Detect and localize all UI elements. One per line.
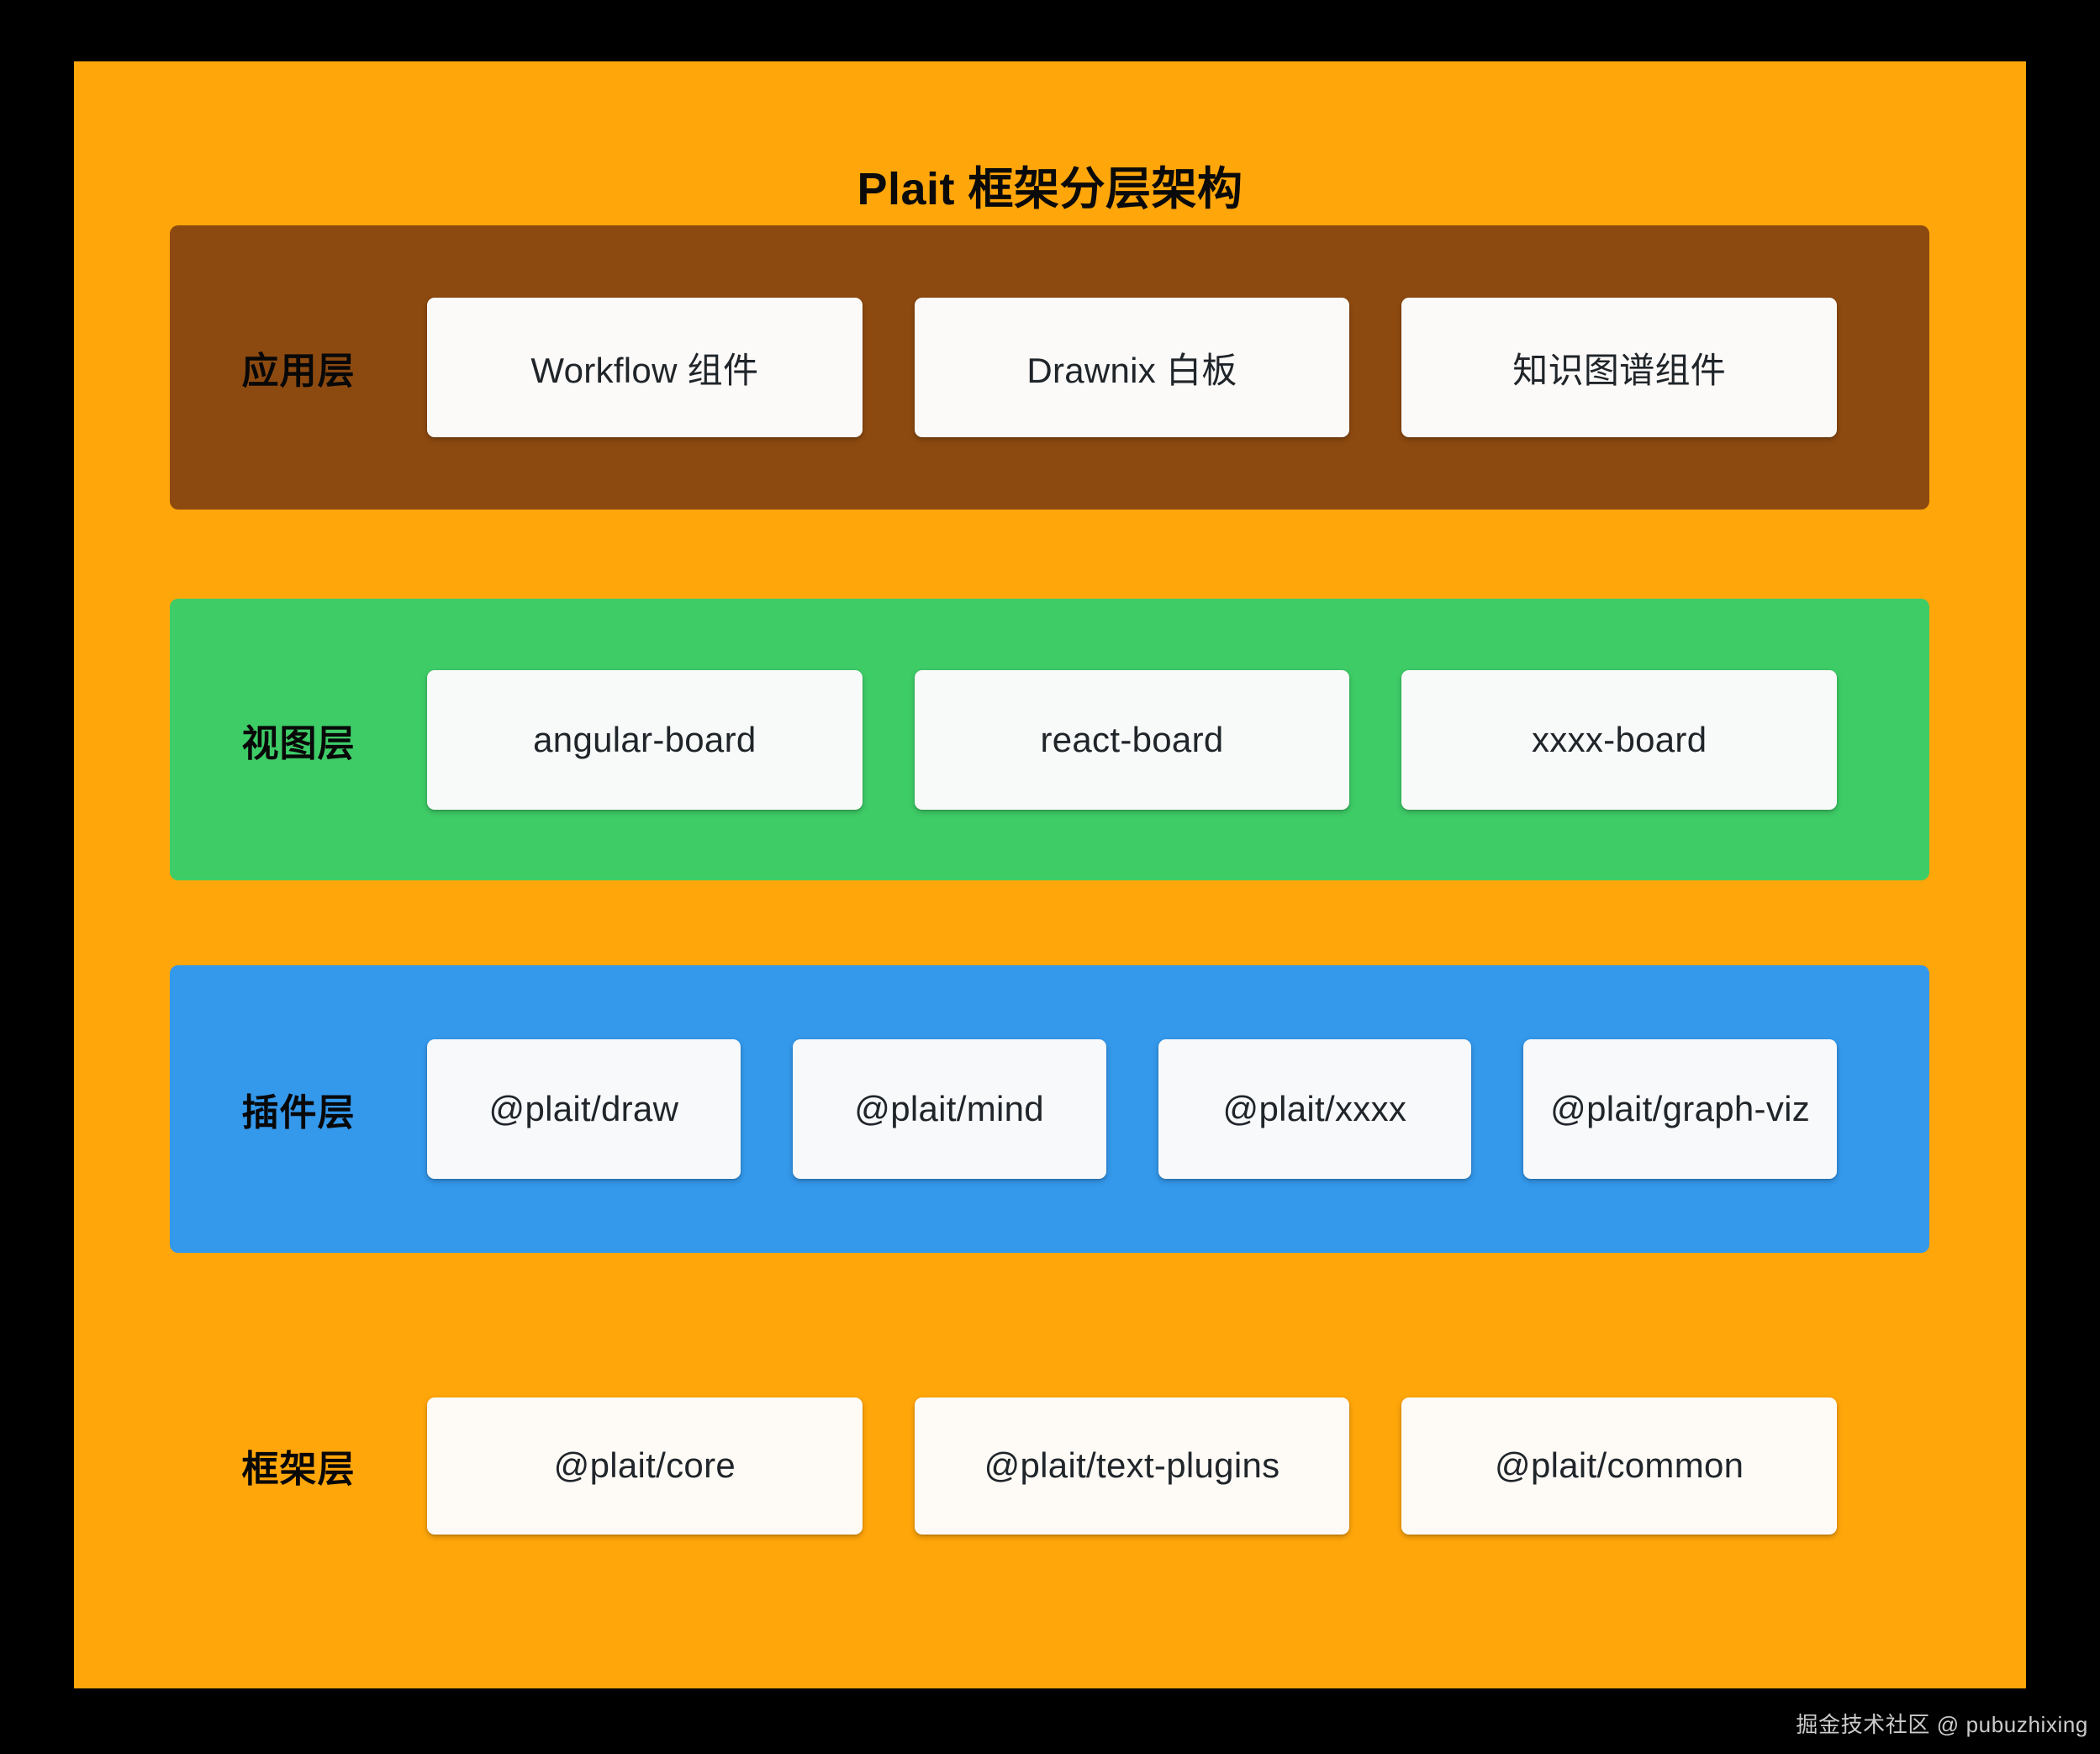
card-rail-framework: @plait/core @plait/text-plugins @plait/c… (427, 1397, 1929, 1535)
watermark-text: 掘金技术社区 @ pubuzhixing (1796, 1712, 2088, 1737)
node-card-drawnix-whiteboard[interactable]: Drawnix 白板 (914, 298, 1350, 437)
layer-label-view: 视图层 (241, 722, 356, 764)
layer-band-plugin: 插件层 @plait/draw @plait/mind @plait/xxxx … (170, 965, 1929, 1253)
node-card-angular-board[interactable]: angular-board (427, 669, 863, 810)
node-card-plait-core[interactable]: @plait/core (427, 1397, 863, 1535)
diagram-canvas: Plait 框架分层架构 应用层 Workflow 组件 Drawnix 白板 … (74, 61, 2026, 1688)
diagram-title: Plait 框架分层架构 (857, 164, 1243, 214)
node-card-plait-common[interactable]: @plait/common (1401, 1397, 1838, 1535)
node-card-knowledge-graph-component[interactable]: 知识图谱组件 (1401, 298, 1838, 437)
node-card-plait-graph-viz[interactable]: @plait/graph-viz (1523, 1039, 1837, 1179)
node-card-workflow-component[interactable]: Workflow 组件 (427, 298, 863, 437)
layer-band-application: 应用层 Workflow 组件 Drawnix 白板 知识图谱组件 (170, 225, 1929, 510)
node-card-react-board[interactable]: react-board (914, 669, 1350, 810)
node-card-plait-text-plugins[interactable]: @plait/text-plugins (914, 1397, 1350, 1535)
node-card-plait-draw[interactable]: @plait/draw (427, 1039, 741, 1179)
layer-label-plugin: 插件层 (241, 1092, 356, 1133)
card-rail-application: Workflow 组件 Drawnix 白板 知识图谱组件 (427, 298, 1929, 437)
node-card-plait-xxxx[interactable]: @plait/xxxx (1158, 1039, 1472, 1179)
layer-band-view: 视图层 angular-board react-board xxxx-board (170, 599, 1929, 880)
layer-label-framework: 框架层 (241, 1449, 356, 1490)
layer-label-application: 应用层 (241, 351, 356, 392)
card-rail-plugin: @plait/draw @plait/mind @plait/xxxx @pla… (427, 1039, 1929, 1179)
card-rail-view: angular-board react-board xxxx-board (427, 669, 1929, 810)
node-card-xxxx-board[interactable]: xxxx-board (1401, 669, 1838, 810)
layer-band-framework: 框架层 @plait/core @plait/text-plugins @pla… (170, 1356, 1929, 1575)
node-card-plait-mind[interactable]: @plait/mind (792, 1039, 1106, 1179)
